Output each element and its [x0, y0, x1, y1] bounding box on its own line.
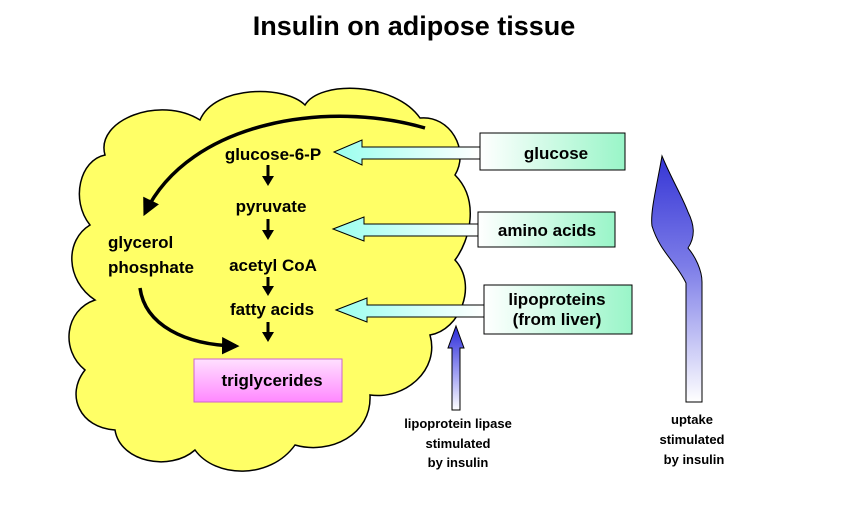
label-glucose-input: glucose — [524, 144, 588, 163]
note-lpl-line1: lipoprotein lipase — [404, 416, 512, 431]
label-triglycerides: triglycerides — [221, 371, 322, 390]
arrow-acetylcoa-to-fattyacids — [262, 277, 274, 296]
label-pyruvate: pyruvate — [236, 197, 307, 216]
label-lipoproteins-line2: (from liver) — [513, 310, 602, 329]
lipoprotein-lipase-arrow — [447, 324, 465, 411]
label-acetyl-coa: acetyl CoA — [229, 256, 317, 275]
label-phosphate: phosphate — [108, 258, 194, 277]
aminoacids-box — [477, 211, 616, 248]
lipoproteins-box — [483, 284, 633, 335]
curve-arrow-to-glycerol — [143, 114, 426, 217]
note-uptake-line3: by insulin — [664, 452, 725, 467]
diagram-title: Insulin on adipose tissue — [253, 11, 576, 41]
glucose-box — [479, 132, 626, 171]
note-uptake-line2: stimulated — [659, 432, 724, 447]
label-lipoproteins-line1: lipoproteins — [508, 290, 605, 309]
note-lpl-line2: stimulated — [425, 436, 490, 451]
label-glycerol: glycerol — [108, 233, 173, 252]
label-glucose-6-p: glucose-6-P — [225, 145, 321, 164]
label-fatty-acids: fatty acids — [230, 300, 314, 319]
arrow-pyruvate-to-acetylcoa — [262, 219, 274, 240]
pathway-arrows — [262, 165, 274, 342]
curve-arrow-to-triglycerides — [138, 287, 240, 355]
note-uptake-line1: uptake — [671, 412, 713, 427]
arrow-g6p-to-pyruvate — [262, 165, 274, 186]
triglycerides-box — [193, 358, 343, 403]
uptake-stimulated-arrow — [651, 154, 703, 403]
note-lpl-line3: by insulin — [428, 455, 489, 470]
label-aminoacids-input: amino acids — [498, 221, 596, 240]
arrow-fattyacids-to-triglycerides — [262, 322, 274, 342]
adipose-cell-blob — [68, 87, 471, 472]
